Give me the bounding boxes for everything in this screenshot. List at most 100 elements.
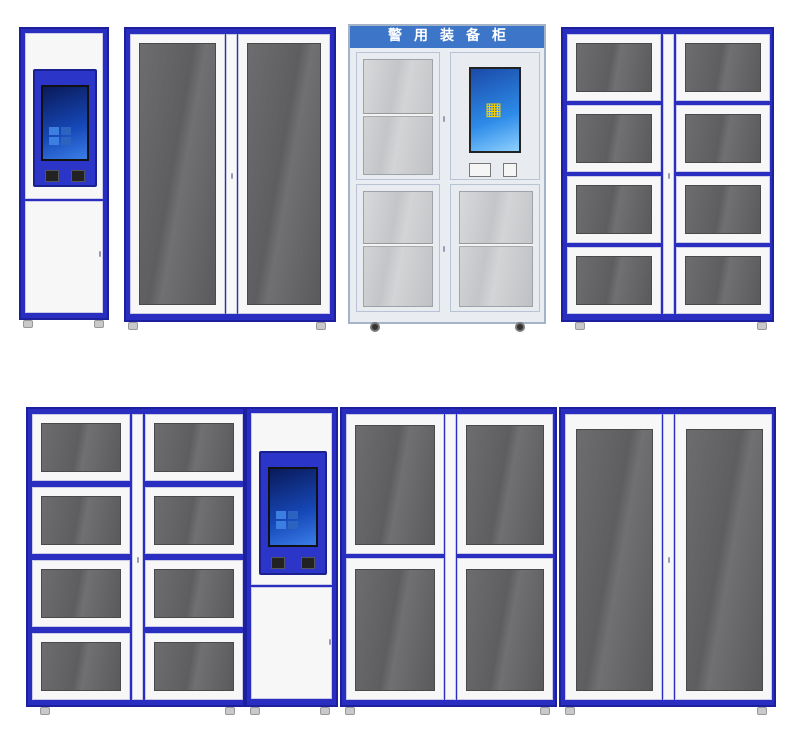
locker-door[interactable] <box>567 176 661 243</box>
door-handle <box>99 251 101 257</box>
locker-door[interactable] <box>676 34 770 101</box>
glass-panel <box>576 185 652 234</box>
fingerprint-icon[interactable] <box>301 557 315 569</box>
locker-door[interactable] <box>567 105 661 172</box>
cabinet-foot <box>250 707 260 715</box>
locker-door[interactable] <box>32 560 130 627</box>
glass-panel <box>41 569 121 618</box>
locker-door[interactable] <box>676 176 770 243</box>
cabinet-foot <box>23 320 33 328</box>
glass-panel <box>685 43 761 92</box>
cabinet-foot <box>565 707 575 715</box>
center-stile <box>445 414 456 700</box>
tall-two-door-cabinet-bottom <box>559 407 776 707</box>
locker-door[interactable] <box>567 247 661 314</box>
touch-screen[interactable] <box>268 467 318 547</box>
locker-door[interactable] <box>457 558 553 700</box>
kiosk-terminal <box>259 451 327 575</box>
locker-door[interactable] <box>676 247 770 314</box>
kiosk-tower-cabinet-bottom <box>245 407 338 707</box>
police-equipment-cabinet: 警用装备柜 ▦ <box>348 24 546 324</box>
glass-panel <box>466 569 544 691</box>
locker-door[interactable] <box>567 34 661 101</box>
door-handle <box>668 173 670 179</box>
glass-panel <box>154 642 234 691</box>
locker-door[interactable] <box>676 105 770 172</box>
glass-panel <box>576 256 652 305</box>
glass-panel <box>139 43 216 305</box>
cabinet-foot <box>575 322 585 330</box>
fingerprint-icon[interactable] <box>503 163 517 177</box>
locker-door[interactable] <box>145 487 243 554</box>
tall-door-right[interactable] <box>675 414 772 700</box>
door-handle <box>329 639 331 645</box>
tall-two-door-cabinet-top <box>124 27 336 322</box>
card-reader-icon[interactable] <box>45 170 59 182</box>
glass-door-upper-left[interactable] <box>356 52 440 180</box>
tall-door-left[interactable] <box>565 414 662 700</box>
kiosk-tower-cabinet-top <box>19 27 109 320</box>
cabinet-foot <box>757 707 767 715</box>
glass-panel <box>685 185 761 234</box>
touch-screen[interactable]: ▦ <box>469 67 521 153</box>
glass-panel <box>355 569 435 691</box>
shelf <box>459 243 533 247</box>
screen-tile <box>288 511 298 519</box>
tall-door-left[interactable] <box>130 34 225 314</box>
glass-panel <box>576 43 652 92</box>
locker-door[interactable] <box>346 414 444 554</box>
caster-wheel <box>370 322 380 332</box>
caster-wheel <box>515 322 525 332</box>
eight-locker-cabinet-top <box>561 27 774 322</box>
glass-panel <box>355 425 435 545</box>
four-locker-cabinet-bottom <box>340 407 557 707</box>
cabinet-foot <box>345 707 355 715</box>
shelf <box>363 113 433 117</box>
cabinet-foot <box>316 322 326 330</box>
glass-panel <box>41 496 121 545</box>
glass-door-lower-right[interactable] <box>450 184 540 312</box>
screen-tile <box>276 521 286 529</box>
card-reader-icon[interactable] <box>271 557 285 569</box>
locker-door[interactable] <box>457 414 553 554</box>
glass-panel <box>41 423 121 472</box>
screen-tile <box>61 137 71 145</box>
locker-door[interactable] <box>32 414 130 481</box>
locker-door[interactable] <box>145 560 243 627</box>
glass-panel <box>247 43 321 305</box>
kiosk-terminal <box>33 69 97 187</box>
glass-panel <box>363 59 433 175</box>
glass-panel <box>154 496 234 545</box>
locker-door[interactable] <box>32 633 130 700</box>
glass-panel <box>576 114 652 163</box>
locker-door[interactable] <box>145 414 243 481</box>
shelf <box>363 243 433 247</box>
glass-panel <box>685 114 761 163</box>
eight-locker-cabinet-bottom <box>26 407 245 707</box>
door-handle <box>443 116 445 122</box>
glass-door-lower-left[interactable] <box>356 184 440 312</box>
door-handle <box>443 246 445 252</box>
glass-panel <box>41 642 121 691</box>
card-reader-icon[interactable] <box>469 163 491 177</box>
screen-tile <box>49 127 59 135</box>
door-handle <box>137 557 139 563</box>
glass-panel <box>154 423 234 472</box>
door-handle <box>231 173 233 179</box>
touch-screen[interactable] <box>41 85 89 161</box>
locker-door[interactable] <box>145 633 243 700</box>
cabinet-foot <box>757 322 767 330</box>
cabinet-foot <box>40 707 50 715</box>
locker-door[interactable] <box>346 558 444 700</box>
fingerprint-icon[interactable] <box>71 170 85 182</box>
screen-tile <box>61 127 71 135</box>
tall-door-right[interactable] <box>238 34 330 314</box>
locker-door[interactable] <box>32 487 130 554</box>
glass-panel <box>685 256 761 305</box>
lower-door <box>25 201 103 313</box>
glass-panel <box>459 191 533 307</box>
screen-tile <box>288 521 298 529</box>
cabinet-foot <box>225 707 235 715</box>
glass-panel <box>576 429 653 691</box>
glass-panel <box>154 569 234 618</box>
